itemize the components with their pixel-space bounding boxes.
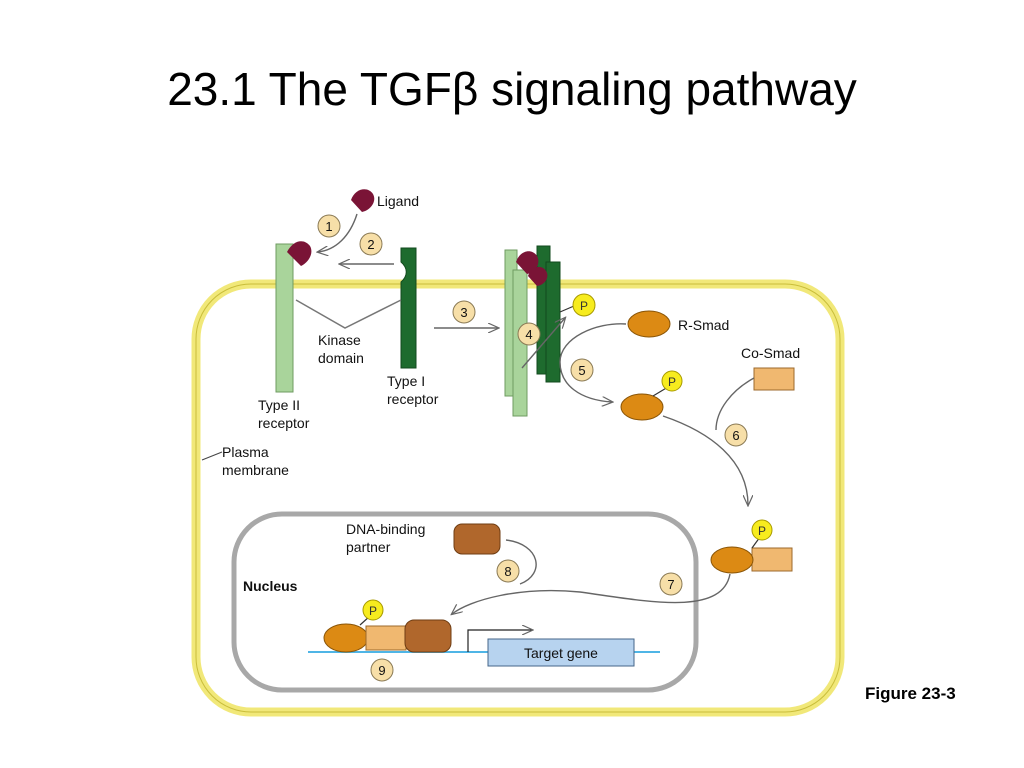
step8-arrow xyxy=(505,539,537,585)
svg-text:2: 2 xyxy=(367,237,374,252)
svg-text:9: 9 xyxy=(378,663,385,678)
step-marker: 4 xyxy=(517,322,541,346)
step-marker: 9 xyxy=(370,658,394,682)
ligand-icon xyxy=(351,189,375,212)
co-smad-label: Co-Smad xyxy=(741,345,800,361)
r-smad-icon xyxy=(627,310,671,338)
svg-text:6: 6 xyxy=(732,428,739,443)
type1-receptor xyxy=(400,247,417,369)
target-gene-box xyxy=(487,638,635,667)
svg-text:7: 7 xyxy=(667,577,674,592)
slide-title: 23.1 The TGFβ signaling pathway xyxy=(167,63,857,115)
kinase-domain-label-2: domain xyxy=(318,350,364,366)
step6-arrow-b xyxy=(715,377,755,431)
step-marker: 8 xyxy=(496,559,520,583)
dna-binding-partner-nuclear-icon xyxy=(404,619,452,653)
step-marker: 2 xyxy=(359,232,383,256)
transcription-start-arrow xyxy=(467,630,532,652)
target-gene-label: Target gene xyxy=(524,645,598,661)
step7-arrow xyxy=(452,573,731,614)
svg-text:1: 1 xyxy=(325,219,332,234)
figure-label: Figure 23-3 xyxy=(865,684,956,703)
type2-receptor xyxy=(275,243,294,393)
complex-type1-receptor-b xyxy=(545,261,561,383)
phosphate-label: P xyxy=(758,524,766,538)
co-smad-nuclear-icon xyxy=(365,625,407,651)
phosphate-icon xyxy=(572,293,596,317)
phosphate-icon xyxy=(362,599,384,621)
svg-text:8: 8 xyxy=(504,564,511,579)
phosphate-icon xyxy=(661,370,683,392)
r-smad-nuclear-icon xyxy=(323,623,369,653)
dna-binding-partner-label-2: partner xyxy=(346,539,391,555)
complex-ligand-icon-2 xyxy=(528,266,548,286)
co-smad-icon xyxy=(753,367,795,391)
step-marker: 7 xyxy=(659,572,683,596)
co-smad-complex-icon xyxy=(751,547,793,572)
step5-arrow xyxy=(559,323,627,402)
bound-ligand-icon xyxy=(287,241,312,266)
type1-receptor-label-2: receptor xyxy=(387,391,439,407)
type2-receptor-label-2: receptor xyxy=(258,415,310,431)
phosphate-label: P xyxy=(580,299,588,313)
nucleus-label: Nucleus xyxy=(243,578,298,594)
complex-ligand-icon xyxy=(516,251,539,274)
step-marker: 1 xyxy=(317,214,341,238)
phosphate-label: P xyxy=(369,604,377,618)
step4-arrow xyxy=(521,318,565,369)
phosphate-icon xyxy=(751,519,773,541)
type1-receptor-label: Type I xyxy=(387,373,425,389)
svg-text:3: 3 xyxy=(460,305,467,320)
phospho-r-smad-icon xyxy=(620,393,664,421)
kinase-domain-pointer xyxy=(295,299,402,329)
step6-arrow-a xyxy=(662,415,748,505)
type2-receptor-label: Type II xyxy=(258,397,300,413)
dna-binding-partner-icon xyxy=(453,523,501,555)
step-marker: 3 xyxy=(452,300,476,324)
svg-text:5: 5 xyxy=(578,363,585,378)
step-marker: 6 xyxy=(724,423,748,447)
r-smad-complex-icon xyxy=(710,546,754,574)
dna-binding-partner-label: DNA-binding xyxy=(346,521,425,537)
nucleus-membrane xyxy=(231,511,699,693)
step-marker: 5 xyxy=(570,358,594,382)
ligand-label: Ligand xyxy=(377,193,419,209)
svg-text:4: 4 xyxy=(525,327,532,342)
plasma-membrane-label: Plasma xyxy=(222,444,269,460)
kinase-domain-label: Kinase xyxy=(318,332,361,348)
phosphate-label: P xyxy=(668,375,676,389)
plasma-membrane-label-2: membrane xyxy=(222,462,289,478)
step1-arrow xyxy=(318,213,358,252)
r-smad-label: R-Smad xyxy=(678,317,729,333)
